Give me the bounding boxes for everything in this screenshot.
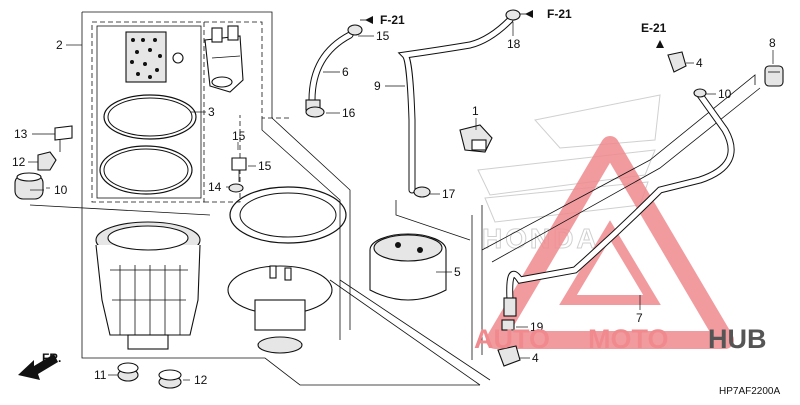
- front-arrow-icon: FR.: [18, 351, 61, 380]
- ref-e21-label: E-21: [641, 21, 667, 35]
- leader-lines: [28, 22, 774, 381]
- ref-e21: E-21: [641, 21, 667, 48]
- callout-16: 16: [342, 106, 356, 120]
- bolt-17: [54, 125, 73, 152]
- clip-15-a: [347, 24, 363, 36]
- callout-12-a: 11: [94, 368, 107, 382]
- ref-f21-b-label: F-21: [547, 7, 572, 21]
- callout-17: 13: [14, 127, 28, 141]
- callout-7: 7: [636, 311, 643, 325]
- callout-15-c: 17: [442, 187, 456, 201]
- callout-4-b: 4: [532, 351, 539, 365]
- holder-4-b: [497, 345, 521, 367]
- fuel-pump-assembly: [95, 221, 201, 350]
- tube-6: [305, 31, 354, 111]
- pump-filter-housing: [204, 25, 244, 93]
- bolt-18: [231, 157, 247, 182]
- pump-unit-19: [227, 265, 333, 354]
- watermark-hub: HUB: [708, 324, 767, 354]
- callout-8: 8: [769, 36, 776, 50]
- clamp-1: [459, 124, 493, 153]
- watermark-auto: AUTO: [474, 324, 550, 354]
- callout-19: 15: [232, 129, 246, 143]
- fuel-filter-5: [369, 233, 447, 301]
- clip-10-a: [693, 88, 707, 98]
- grommet-11: [14, 172, 44, 200]
- front-marker-label: FR.: [42, 351, 61, 365]
- clip-16: [305, 106, 325, 118]
- callout-5: 5: [454, 265, 461, 279]
- holder-4-a: [667, 51, 687, 73]
- clip-15-c: [413, 186, 431, 198]
- callout-15-b: 18: [507, 37, 521, 51]
- grommets-12: [117, 362, 182, 389]
- callout-labels: 2 3 15 13 12 10 15 14 11 12 6 16 15 17 1…: [12, 29, 776, 387]
- diagram-code: HP7AF2200A: [719, 386, 780, 397]
- filter-kit-sheet: [125, 31, 184, 83]
- callout-18: 15: [258, 159, 272, 173]
- clip-15-b: [505, 9, 521, 21]
- callout-12-b: 12: [194, 373, 208, 387]
- ref-f21-a-label: F-21: [380, 13, 405, 27]
- callout-1: 1: [472, 104, 479, 118]
- callout-4-a: 4: [696, 56, 703, 70]
- watermark-moto: MOTO: [588, 324, 669, 354]
- automotohub-watermark: AUTO MOTO HUB: [474, 324, 767, 354]
- clip-10-b: [501, 319, 515, 331]
- callout-15-a: 15: [376, 29, 390, 43]
- callout-10-b: 19: [530, 320, 544, 334]
- autmotohub-triangle-logo: [486, 136, 734, 349]
- callout-9: 9: [374, 79, 381, 93]
- callout-10-a: 10: [718, 87, 732, 101]
- fuel-line-7: [503, 91, 735, 317]
- grommet-8: [764, 65, 784, 87]
- callout-14: 14: [208, 180, 222, 194]
- callout-2: 2: [56, 38, 63, 52]
- tube-9: [397, 16, 514, 194]
- nut-13: [37, 151, 57, 171]
- ref-f21-a: F-21: [360, 13, 405, 27]
- ref-f21-b: F-21: [520, 7, 572, 21]
- callout-11: 10: [54, 183, 68, 197]
- callout-3: 3: [208, 105, 215, 119]
- washer-14: [228, 183, 244, 193]
- pump-gasket: [229, 186, 347, 244]
- o-rings: [99, 94, 197, 195]
- callout-13: 12: [12, 155, 26, 169]
- callout-6: 6: [342, 65, 349, 79]
